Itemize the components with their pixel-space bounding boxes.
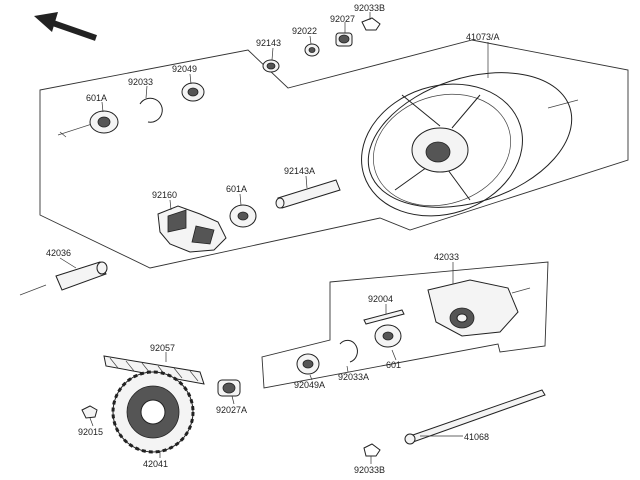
part-42033-coupling	[427, 279, 519, 337]
part-92033-circlip	[139, 97, 163, 123]
label-92033b-bottom: 92033B	[354, 465, 385, 475]
part-92049-oil-seal	[181, 82, 205, 102]
part-92033a-circlip	[339, 339, 358, 363]
label-92049a: 92049A	[294, 380, 325, 390]
part-42036-sleeve	[55, 261, 108, 291]
part-92160-damper-rubber	[157, 205, 227, 253]
part-601a-bearing-top	[89, 110, 119, 134]
part-92004-stud	[363, 309, 405, 325]
label-92049: 92049	[172, 64, 197, 74]
part-92143a-spacer-tube	[275, 179, 341, 209]
part-92022-washer	[304, 43, 320, 57]
label-92143: 92143	[256, 38, 281, 48]
label-92004: 92004	[368, 294, 393, 304]
part-92143-spacer	[262, 59, 280, 73]
label-41068: 41068	[464, 432, 489, 442]
front-direction-arrow-icon	[34, 12, 97, 41]
label-92015: 92015	[78, 427, 103, 437]
label-601a-top: 601A	[86, 93, 107, 103]
part-41073a-rear-wheel	[361, 72, 573, 217]
label-92143a: 92143A	[284, 166, 315, 176]
part-41068-axle	[404, 389, 546, 445]
upper-wheel-group-outline	[39, 39, 629, 269]
label-92160: 92160	[152, 190, 177, 200]
label-92057: 92057	[150, 343, 175, 353]
part-92015-nut	[81, 405, 98, 419]
part-42041-sprocket	[111, 370, 195, 454]
label-601a-mid: 601A	[226, 184, 247, 194]
label-601: 601	[386, 360, 401, 370]
label-92027: 92027	[330, 14, 355, 24]
lower-hub-group-outline	[261, 261, 549, 389]
label-92033a: 92033A	[338, 372, 369, 382]
label-42041: 42041	[143, 459, 168, 469]
label-92033b-top: 92033B	[354, 3, 385, 13]
part-92057-chain	[103, 355, 205, 385]
leader-lines	[59, 12, 489, 464]
label-42036: 42036	[46, 248, 71, 258]
part-92033b-circlip-top	[361, 17, 381, 31]
label-92033: 92033	[128, 77, 153, 87]
label-41073a: 41073/A	[466, 32, 500, 42]
label-42033: 42033	[434, 252, 459, 262]
label-92022: 92022	[292, 26, 317, 36]
axis-centerlines	[19, 99, 579, 296]
label-92027a: 92027A	[216, 405, 247, 415]
part-92049a-oil-seal	[296, 353, 320, 375]
part-92027-collar	[335, 32, 353, 47]
part-601a-bearing-mid	[229, 204, 257, 228]
part-92027a-collar	[217, 379, 241, 397]
part-601-bearing	[374, 324, 402, 348]
part-92033b-circlip-bottom	[363, 443, 381, 457]
